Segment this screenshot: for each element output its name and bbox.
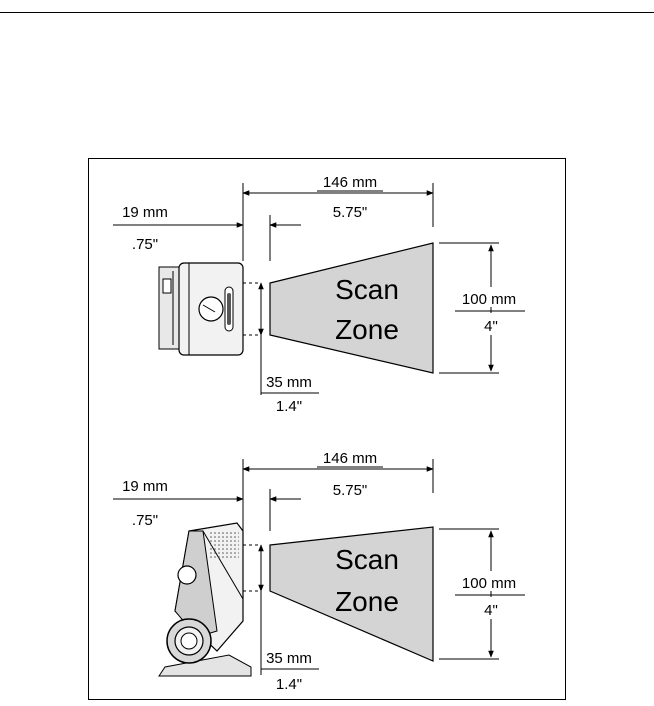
depth-metric-label: 146 mm bbox=[323, 450, 377, 467]
scan-zone-figure: 146 mm 5.75" 19 mm .75" 35 mm 1.4" bbox=[88, 158, 566, 700]
zone-height-imperial-label: 4" bbox=[484, 602, 498, 619]
window-height-imperial-label: 1.4" bbox=[276, 676, 302, 693]
offset-imperial-label: .75" bbox=[132, 236, 158, 253]
zone-height-imperial-label: 4" bbox=[484, 318, 498, 335]
scan-zone-shape bbox=[269, 242, 434, 374]
scan-zone-label-line1: Scan bbox=[335, 274, 399, 305]
window-height-metric-label: 35 mm bbox=[266, 374, 312, 391]
scan-zone-shape bbox=[269, 526, 434, 662]
zone-height-metric-label: 100 mm bbox=[462, 575, 516, 592]
depth-imperial-label: 5.75" bbox=[333, 482, 368, 499]
depth-imperial-label: 5.75" bbox=[333, 204, 368, 221]
scan-zone-diagram: 146 mm 5.75" 19 mm .75" 35 mm 1.4" bbox=[113, 174, 525, 693]
scanner-side-view-icon bbox=[158, 522, 259, 677]
offset-metric-label: 19 mm bbox=[122, 478, 168, 495]
scan-zone-label-line1: Scan bbox=[335, 544, 399, 575]
scan-zone-label-line2: Zone bbox=[335, 586, 399, 617]
top-view-diagram: 146 mm 5.75" 19 mm .75" 35 mm 1.4" bbox=[113, 174, 525, 415]
scanner-top-view-icon bbox=[158, 262, 259, 356]
window-height-metric-label: 35 mm bbox=[266, 650, 312, 667]
window-height-imperial-label: 1.4" bbox=[276, 398, 302, 415]
offset-imperial-label: .75" bbox=[132, 512, 158, 529]
zone-height-metric-label: 100 mm bbox=[462, 291, 516, 308]
page-header-rule bbox=[0, 12, 654, 13]
side-view-diagram: 146 mm 5.75" 19 mm .75" 35 mm 1.4" Scan … bbox=[113, 450, 525, 693]
depth-metric-label: 146 mm bbox=[323, 174, 377, 191]
scan-zone-label-line2: Zone bbox=[335, 314, 399, 345]
offset-metric-label: 19 mm bbox=[122, 204, 168, 221]
